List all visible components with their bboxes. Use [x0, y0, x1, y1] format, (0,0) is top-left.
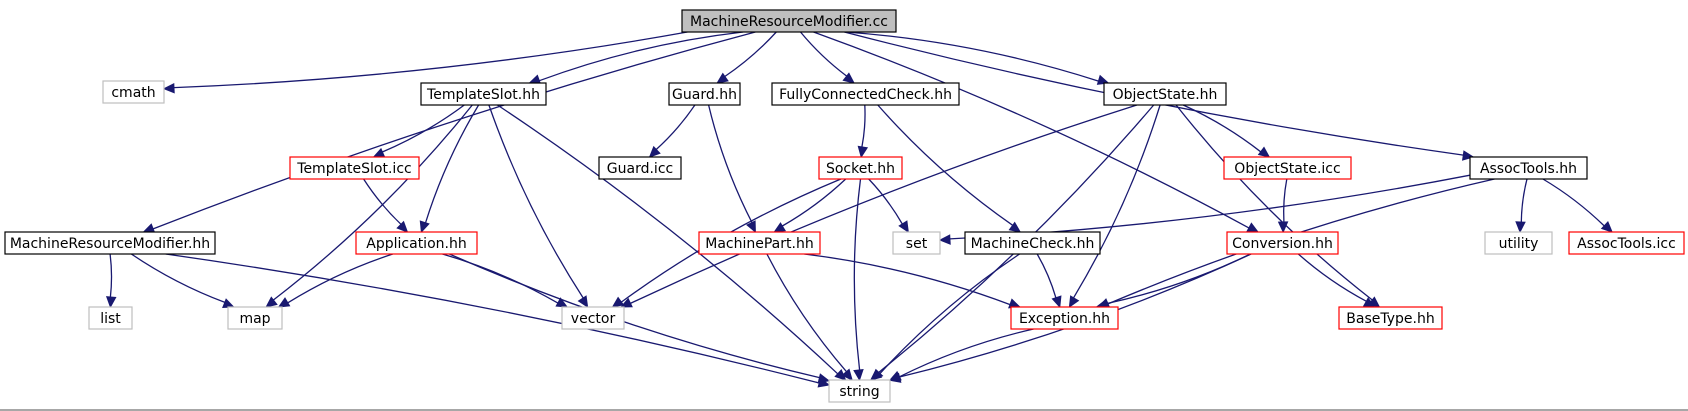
node-machinepart-hh[interactable]: MachinePart.hh — [698, 231, 821, 255]
node-mrm-hh[interactable]: MachineResourceModifier.hh — [4, 231, 216, 255]
node-mrm-cc[interactable]: MachineResourceModifier.cc — [681, 9, 897, 33]
node-label: TemplateSlot.hh — [426, 87, 540, 103]
node-label: Application.hh — [366, 236, 466, 252]
edge-socket_hh-to-set — [868, 178, 909, 234]
edge-mrm_cc-to-fcc_hh — [799, 31, 855, 84]
edge-templateslot_hh-to-vector — [488, 104, 589, 309]
edge-guard_hh-to-guard_icc — [648, 104, 696, 158]
node-exception-hh[interactable]: Exception.hh — [1010, 306, 1119, 330]
node-fcc-hh[interactable]: FullyConnectedCheck.hh — [771, 82, 960, 106]
node-cmath: cmath — [102, 80, 165, 104]
edge-machinecheck_hh-to-string — [871, 253, 1020, 381]
node-label: ObjectState.icc — [1234, 161, 1340, 177]
edge-objectstate_hh-to-objectstate_icc — [1182, 104, 1271, 158]
node-utility: utility — [1484, 231, 1553, 255]
node-templateslot-hh[interactable]: TemplateSlot.hh — [420, 82, 547, 106]
edge-machinecheck_hh-to-exception_hh — [1036, 253, 1062, 309]
node-vector: vector — [561, 306, 625, 330]
node-label: BaseType.hh — [1346, 311, 1434, 327]
edge-application_hh-to-string — [449, 253, 831, 384]
node-label: Conversion.hh — [1232, 236, 1333, 252]
edge-application_hh-to-map — [277, 253, 394, 308]
node-objectstate-hh[interactable]: ObjectState.hh — [1103, 82, 1227, 106]
edge-templateslot_hh-to-map — [265, 104, 473, 308]
node-list: list — [88, 306, 133, 330]
edge-conversion_hh-to-basetype_hh — [1297, 253, 1376, 308]
edge-socket_hh-to-machinepart_hh — [773, 178, 847, 233]
node-label: vector — [571, 311, 616, 327]
node-map: map — [227, 306, 283, 330]
node-templateslot-icc[interactable]: TemplateSlot.icc — [289, 156, 420, 180]
edge-objectstate_icc-to-conversion_hh — [1277, 178, 1289, 234]
node-basetype-hh[interactable]: BaseType.hh — [1338, 306, 1443, 330]
edge-objectstate_hh-to-vector — [619, 104, 1138, 308]
node-guard-hh[interactable]: Guard.hh — [668, 82, 741, 106]
edge-assoctools_hh-to-assoctools_icc — [1542, 178, 1613, 233]
edge-mrm_hh-to-list — [105, 253, 117, 309]
node-objectstate-icc[interactable]: ObjectState.icc — [1223, 156, 1352, 180]
node-label: FullyConnectedCheck.hh — [779, 87, 952, 103]
node-label: utility — [1499, 236, 1539, 252]
node-label: MachineResourceModifier.hh — [10, 236, 210, 252]
edge-machinepart_hh-to-string — [766, 253, 853, 381]
node-label: MachinePart.hh — [705, 236, 813, 252]
edge-socket_hh-to-string — [853, 178, 864, 382]
edge-mrm_cc-to-objectstate_hh — [845, 31, 1110, 85]
node-label: Guard.hh — [672, 87, 737, 103]
node-set: set — [892, 231, 941, 255]
edge-application_hh-to-vector — [442, 253, 569, 308]
node-label: Guard.icc — [607, 161, 673, 177]
node-label: map — [239, 311, 270, 327]
edge-assoctools_hh-to-utility — [1515, 178, 1528, 234]
node-label: cmath — [111, 85, 155, 101]
edge-objectstate_hh-to-exception_hh — [1068, 104, 1161, 309]
node-application-hh[interactable]: Application.hh — [355, 231, 478, 255]
node-assoctools-hh[interactable]: AssocTools.hh — [1469, 156, 1588, 180]
node-guard-icc[interactable]: Guard.icc — [598, 156, 682, 180]
node-label: AssocTools.hh — [1480, 161, 1577, 177]
node-assoctools-icc[interactable]: AssocTools.icc — [1568, 231, 1685, 255]
edge-fcc_hh-to-machinecheck_hh — [877, 104, 1022, 233]
node-label: AssocTools.icc — [1577, 236, 1676, 252]
node-label: MachineResourceModifier.cc — [690, 14, 888, 30]
edge-guard_hh-to-machinepart_hh — [707, 104, 756, 234]
edge-templateslot_hh-to-application_hh — [419, 104, 480, 234]
edge-mrm_cc-to-cmath — [162, 31, 688, 94]
node-label: Exception.hh — [1019, 311, 1110, 327]
edge-conversion_hh-to-exception_hh — [1095, 253, 1251, 310]
edge-mrm_cc-to-templateslot_hh — [528, 31, 744, 85]
node-label: TemplateSlot.icc — [296, 161, 411, 177]
edge-exception_hh-to-string — [888, 328, 1034, 381]
edge-fcc_hh-to-socket_hh — [857, 104, 869, 159]
node-label: ObjectState.hh — [1113, 87, 1218, 103]
node-string: string — [828, 379, 891, 403]
edge-machinepart_hh-to-exception_hh — [804, 253, 1021, 309]
node-label: list — [100, 311, 121, 327]
node-label: MachineCheck.hh — [971, 236, 1095, 252]
node-label: string — [839, 384, 879, 400]
edge-templateslot_icc-to-application_hh — [363, 178, 409, 233]
node-label: set — [906, 236, 928, 252]
edge-mrm_cc-to-guard_hh — [716, 31, 777, 84]
node-socket-hh[interactable]: Socket.hh — [818, 156, 903, 180]
edges-layer — [105, 31, 1613, 388]
node-machinecheck-hh[interactable]: MachineCheck.hh — [964, 231, 1101, 255]
edge-mrm_cc-to-conversion_hh — [813, 31, 1260, 233]
node-conversion-hh[interactable]: Conversion.hh — [1226, 231, 1339, 255]
node-label: Socket.hh — [826, 161, 895, 177]
